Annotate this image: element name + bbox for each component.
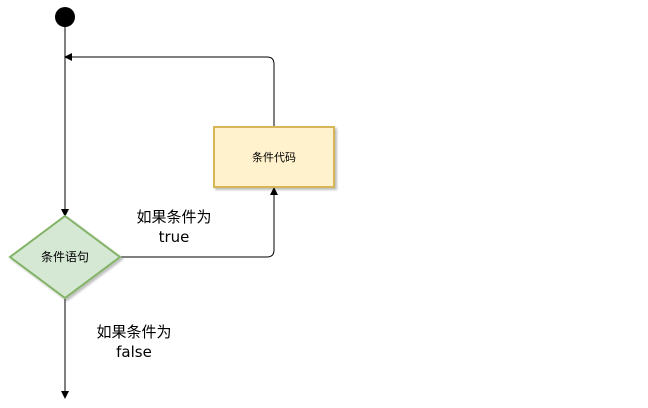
false-label-line1: 如果条件为: [96, 323, 171, 341]
process-node[interactable]: [213, 126, 335, 188]
true-label-line2: true: [159, 228, 190, 246]
decision-label: 条件语句: [41, 250, 89, 264]
edge-decision-true[interactable]: [120, 187, 278, 258]
false-label-line2: false: [116, 343, 152, 361]
start-node[interactable]: [55, 7, 75, 27]
true-label-line1: 如果条件为: [136, 208, 211, 226]
decision-node[interactable]: [8, 214, 122, 300]
edge-process-to-loop[interactable]: [64, 53, 275, 127]
process-label: 条件代码: [252, 150, 296, 164]
